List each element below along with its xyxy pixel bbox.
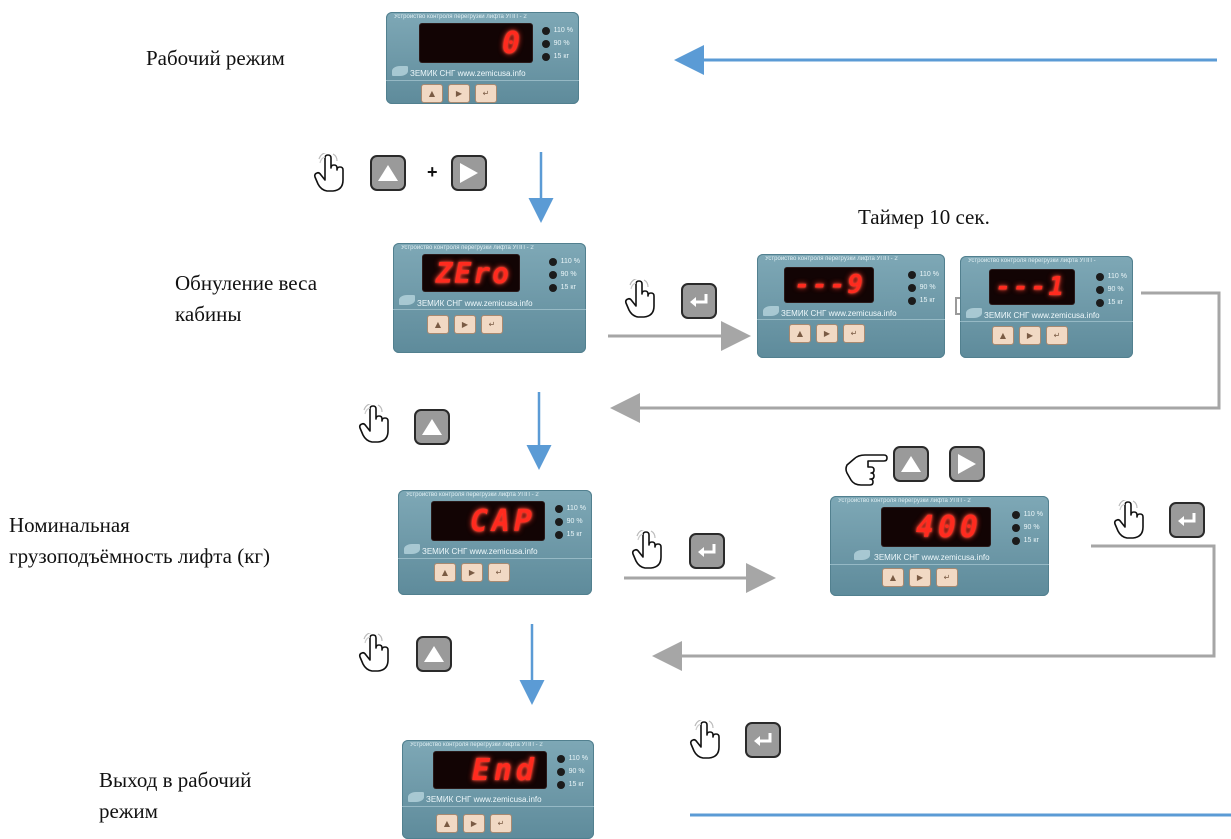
tap-hand-icon: [312, 153, 346, 193]
device-cap: Устройство контроля перегрузки лифта УПП…: [398, 490, 592, 595]
device-countdown-9: Устройство контроля перегрузки лифта УПП…: [757, 254, 945, 358]
device-right-button[interactable]: ▶: [909, 568, 931, 587]
display-working: 0: [501, 25, 524, 61]
device-enter-button[interactable]: ↵: [488, 563, 510, 582]
tap-hand-icon: [1112, 500, 1146, 540]
tap-hand-icon: [688, 720, 722, 760]
plus-sign: +: [427, 162, 438, 182]
display-zero: ZEro: [435, 256, 511, 290]
device-enter-button[interactable]: ↵: [843, 324, 865, 343]
device-right-button[interactable]: ▶: [1019, 326, 1041, 345]
device-right-button[interactable]: ▶: [463, 814, 485, 833]
pointing-hand-icon: [843, 447, 889, 487]
display-capacity-value: 400: [915, 509, 982, 545]
device-enter-button[interactable]: ↵: [1046, 326, 1068, 345]
enter-key-icon[interactable]: [745, 722, 781, 758]
device-enter-button[interactable]: ↵: [936, 568, 958, 587]
device-enter-button[interactable]: ↵: [475, 84, 497, 103]
tap-hand-icon: [630, 530, 664, 570]
up-key-icon[interactable]: [416, 636, 452, 672]
device-enter-button[interactable]: ↵: [490, 814, 512, 833]
device-up-button[interactable]: ▲: [427, 315, 449, 334]
display-countdown-9: ---9: [794, 270, 865, 300]
display-end: End: [471, 752, 538, 788]
device-zero: Устройство контроля перегрузки лифта УПП…: [393, 243, 586, 353]
label-zero-cabin-line2: кабины: [175, 302, 242, 326]
display-cap: CAP: [469, 503, 536, 539]
device-right-button[interactable]: ▶: [448, 84, 470, 103]
label-working-mode: Рабочий режим: [146, 46, 285, 70]
device-countdown-1: Устройство контроля перегрузки лифта УПП…: [960, 256, 1133, 358]
up-key-icon[interactable]: [370, 155, 406, 191]
enter-key-icon[interactable]: [681, 283, 717, 319]
tap-hand-icon: [623, 279, 657, 319]
up-key-icon[interactable]: [414, 409, 450, 445]
device-working-mode: Устройство контроля перегрузки лифта УПП…: [386, 12, 579, 104]
device-enter-button[interactable]: ↵: [481, 315, 503, 334]
display-countdown-1: ---1: [995, 272, 1066, 302]
label-zero-cabin-line1: Обнуление веса: [175, 271, 318, 295]
device-capacity-value: Устройство контроля перегрузки лифта УПП…: [830, 496, 1049, 596]
device-right-button[interactable]: ▶: [454, 315, 476, 334]
device-up-button[interactable]: ▲: [992, 326, 1014, 345]
label-nominal-line2: грузоподъёмность лифта (кг): [9, 544, 271, 568]
label-exit-line2: режим: [99, 799, 158, 823]
right-key-icon[interactable]: [451, 155, 487, 191]
device-right-button[interactable]: ▶: [816, 324, 838, 343]
device-up-button[interactable]: ▲: [789, 324, 811, 343]
timer-label: Таймер 10 сек.: [858, 205, 990, 229]
enter-key-icon[interactable]: [689, 533, 725, 569]
device-up-button[interactable]: ▲: [436, 814, 458, 833]
device-end: Устройство контроля перегрузки лифта УПП…: [402, 740, 594, 839]
device-up-button[interactable]: ▲: [882, 568, 904, 587]
right-key-icon[interactable]: [949, 446, 985, 482]
tap-hand-icon: [357, 404, 391, 444]
device-right-button[interactable]: ▶: [461, 563, 483, 582]
tap-hand-icon: [357, 633, 391, 673]
device-up-button[interactable]: ▲: [421, 84, 443, 103]
label-exit-line1: Выход в рабочий: [99, 768, 252, 792]
enter-key-icon[interactable]: [1169, 502, 1205, 538]
label-nominal-line1: Номинальная: [9, 513, 130, 537]
device-up-button[interactable]: ▲: [434, 563, 456, 582]
up-key-icon[interactable]: [893, 446, 929, 482]
